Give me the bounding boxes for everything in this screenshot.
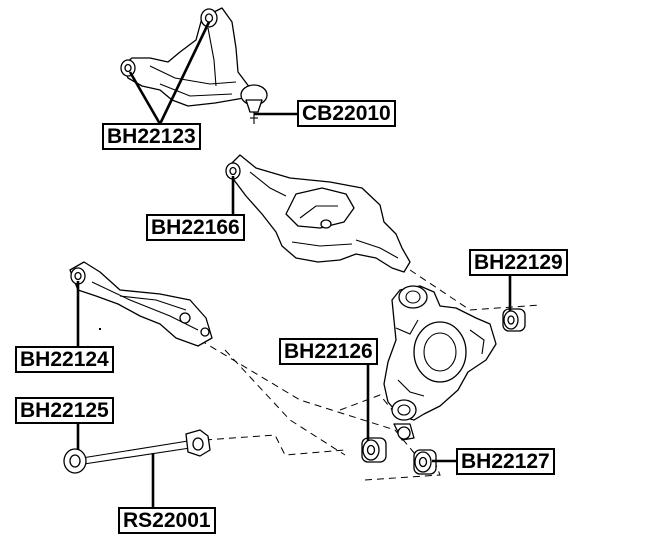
part-label-bh22123: BH22123 [102, 123, 201, 150]
part-label-cb22010: CB22010 [297, 100, 396, 127]
ball-joint [240, 84, 268, 124]
trailing-link [69, 261, 213, 347]
part-label-rs22001: RS22001 [118, 507, 216, 534]
dot-mark [99, 328, 101, 330]
lower-control-arm [225, 154, 411, 273]
knuckle [383, 285, 497, 441]
lateral-rod [63, 429, 211, 474]
part-label-bh22127: BH22127 [456, 448, 555, 475]
bushing-bh22129 [502, 308, 526, 332]
part-label-bh22126: BH22126 [279, 338, 378, 365]
part-label-bh22125: BH22125 [15, 397, 114, 424]
part-label-bh22124: BH22124 [15, 346, 114, 373]
part-label-bh22129: BH22129 [469, 249, 568, 276]
bushing-bh22126 [361, 437, 387, 463]
part-label-bh22166: BH22166 [146, 214, 245, 241]
leader-lines [76, 21, 512, 508]
upper-control-arm [120, 7, 251, 107]
